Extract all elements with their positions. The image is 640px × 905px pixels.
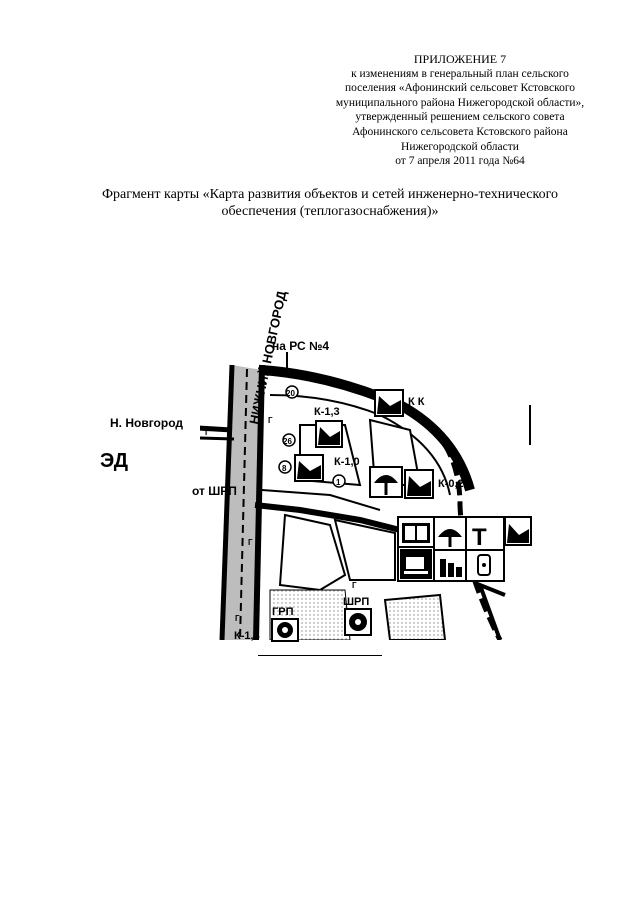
marker-8: 8 (282, 464, 287, 473)
marker-circle-26 (282, 433, 296, 447)
boiler-icon (315, 420, 343, 448)
footnote-separator (258, 655, 382, 656)
appendix-line: от 7 апреля 2011 года №64 (395, 155, 525, 168)
document-title: Фрагмент карты «Карта развития объектов … (40, 186, 620, 220)
appendix-line: Афонинского сельсовета Кстовского района (352, 125, 568, 138)
map-label-kk: К К (408, 396, 425, 408)
map-label-k10: К-1,0 (334, 456, 360, 468)
map-label-shrp: ШРП (343, 596, 369, 608)
map-gas-mark: Г (205, 428, 210, 437)
marker-26: 26 (283, 437, 292, 446)
title-line-2: обеспечения (теплогазоснабжения)» (221, 204, 439, 219)
t-icon: Т (472, 524, 487, 551)
marker-circle-1 (332, 474, 346, 488)
appendix-line: муниципального района Нижегородской обла… (335, 96, 585, 109)
boiler-icon (404, 469, 434, 499)
map-label-from-shrp: от ШРП (192, 484, 237, 498)
marker-circle-8 (278, 460, 292, 474)
map-label-k13: К-1,3 (314, 406, 340, 418)
map-label-city: НИЖНИЙ НОВГОРОД (246, 289, 289, 426)
appendix-title: ПРИЛОЖЕНИЕ 7 (413, 52, 507, 66)
appendix-line: Нижегородской области (401, 140, 519, 153)
appendix-line: утвержденный решением сельского совета (355, 111, 565, 124)
map-label-grp: ГРП (272, 606, 294, 618)
umbrella-icon (369, 466, 403, 498)
boiler-icon (504, 516, 532, 546)
map-gas-mark: Г (248, 538, 253, 547)
map-label-k027: К-0,27 (438, 478, 470, 490)
marker-1: 1 (336, 478, 341, 487)
appendix-block: ПРИЛОЖЕНИЕ 7 к изменениям в генеральный … (250, 52, 640, 169)
map-svg: НИЖНИЙ НОВГОРОД на РС №4 Н. Новгород ЭД … (100, 289, 532, 642)
book-icon (402, 523, 430, 543)
facilities-icon-grid: Т (397, 516, 505, 582)
boiler-icon (294, 454, 324, 482)
phone-icon (477, 554, 491, 576)
shrp-icon (344, 608, 372, 636)
map-label-od: ЭД (100, 450, 128, 472)
boiler-icon (504, 516, 532, 546)
building-icon (440, 559, 462, 577)
appendix-line: поселения «Афонинский сельсовет Кстовско… (344, 82, 576, 95)
map-fragment: НИЖНИЙ НОВГОРОД на РС №4 Н. Новгород ЭД … (0, 245, 640, 645)
map-gas-mark: Г (235, 614, 240, 623)
grp-icon (271, 618, 299, 642)
title-line-1: Фрагмент карты «Карта развития объектов … (101, 187, 559, 202)
boiler-icon (374, 389, 404, 417)
appendix-line: к изменениям в генеральный план сельског… (351, 67, 569, 80)
marker-circle-20 (285, 385, 299, 399)
map-label-n-novgorod: Н. Новгород (110, 416, 183, 430)
cup-icon (400, 549, 432, 579)
map-gas-mark: Г (352, 581, 357, 590)
umbrella-icon (438, 529, 462, 547)
map-gas-mark: Г (268, 416, 273, 425)
map-label-to-rs4: на РС №4 (272, 339, 329, 353)
marker-20: 20 (286, 389, 295, 398)
map-label-k14: К-1,4 (234, 630, 261, 642)
